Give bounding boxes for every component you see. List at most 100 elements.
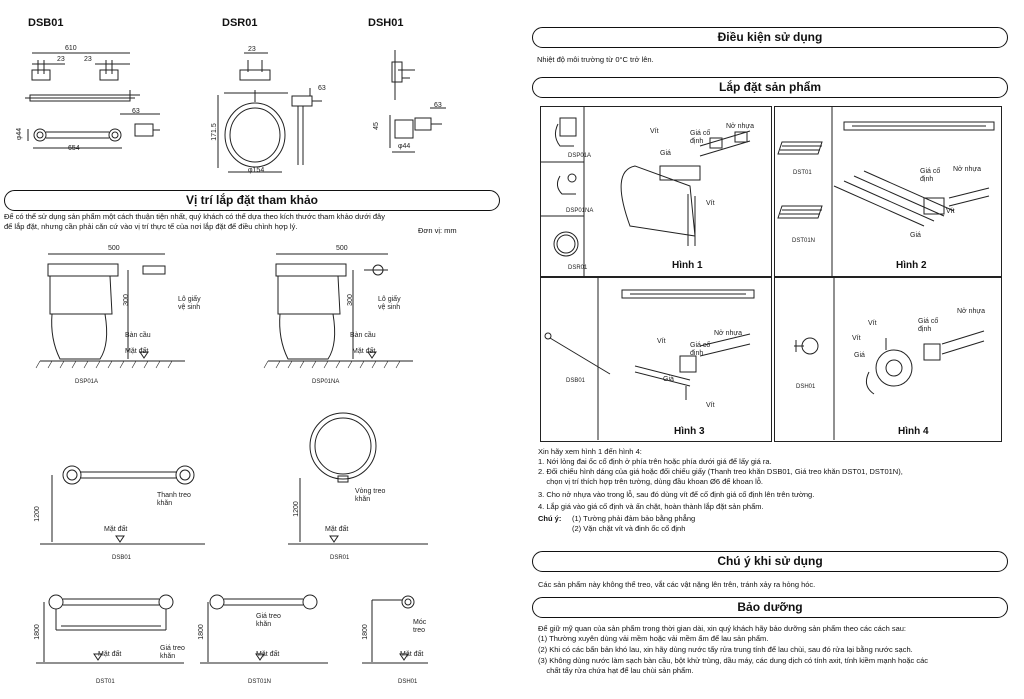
dsb01-dim-63: 63 bbox=[132, 108, 140, 115]
fig3-label-gia-co-dinh: Giá cố định bbox=[690, 342, 711, 357]
dsr01-dim-1200: 1200 bbox=[292, 501, 300, 517]
dsp01na-toilet-label: Bàn cầu bbox=[350, 332, 376, 339]
dsp01a-holder-label: Lô giấy vệ sinh bbox=[178, 296, 201, 311]
towel-rack-diagram-dst01 bbox=[36, 590, 186, 670]
dsr01-drawing bbox=[210, 40, 340, 180]
figure-2-box bbox=[774, 106, 1002, 278]
usage-caution-heading: Chú ý khi sử dụng bbox=[532, 551, 1008, 572]
dst01-rack-label: Giá treo khăn bbox=[160, 645, 185, 660]
figure-4-box bbox=[774, 276, 1002, 442]
figure-3-drawing bbox=[540, 276, 770, 440]
dst01-dim-1800: 1800 bbox=[33, 624, 41, 640]
fig3-label-vit-1: Vít bbox=[657, 338, 666, 345]
dsp01a-dim-500: 500 bbox=[108, 245, 120, 252]
fig1-label-gia: Giá bbox=[660, 150, 671, 157]
dsr01-code-label: DSR01 bbox=[330, 555, 350, 561]
figure-4-caption: Hình 4 bbox=[898, 426, 929, 437]
fig1-label-vit-2: Vít bbox=[706, 200, 715, 207]
fig2-label-gia-co-dinh: Giá cố định bbox=[920, 168, 941, 183]
dsp01a-dim-300: 300 bbox=[122, 294, 130, 306]
fig4-code-dsh01: DSH01 bbox=[796, 384, 816, 390]
dsr01-ring-label: Vòng treo khăn bbox=[355, 488, 386, 503]
install-intro-line2: để lắp đặt, nhưng cần phải căn cứ vào vị… bbox=[4, 222, 298, 231]
model-title-dsb01: DSB01 bbox=[28, 17, 64, 29]
dsb01-dim-23a: 23 bbox=[57, 56, 65, 63]
towel-bar-diagram-dsb01 bbox=[40, 460, 210, 550]
maintenance-item-3: (3) Không dùng nước làm sạch bàn cầu, bộ… bbox=[538, 656, 929, 665]
toilet-diagram-dsp01na bbox=[268, 244, 418, 374]
fig1-label-vit-1: Vít bbox=[650, 128, 659, 135]
fig4-label-gia: Giá bbox=[854, 352, 865, 359]
dst01n-code: DST01N bbox=[248, 679, 272, 685]
usage-conditions-heading: Điều kiện sử dụng bbox=[532, 27, 1008, 48]
note-label: Chú ý: bbox=[538, 514, 562, 523]
step-2-cont: chọn vị trí thích hợp trên tường, dùng đ… bbox=[538, 477, 763, 486]
fig1-label-no-nhua: Nở nhựa bbox=[726, 123, 754, 130]
dsr01-dim-154: φ154 bbox=[248, 167, 265, 174]
model-title-dsr01: DSR01 bbox=[222, 17, 258, 29]
dsb01-floor-label: Mặt đất bbox=[104, 526, 128, 533]
usage-conditions-text: Nhiệt độ môi trường từ 0°C trở lên. bbox=[537, 55, 654, 64]
dsp01a-floor-label: Mặt đất bbox=[125, 348, 149, 355]
figure-2-drawing bbox=[774, 106, 1000, 276]
figure-1-caption: Hình 1 bbox=[672, 260, 703, 271]
toilet-diagram-dsp01a bbox=[40, 244, 190, 374]
fig4-label-no-nhua: Nở nhựa bbox=[957, 308, 985, 315]
dsh01-dim-44: φ44 bbox=[398, 143, 411, 150]
fig2-label-gia: Giá bbox=[910, 232, 921, 239]
maintenance-item-1: (1) Thường xuyên dùng vải mềm hoặc vải m… bbox=[538, 634, 769, 643]
dsp01a-code: DSP01A bbox=[75, 379, 99, 385]
note-1: (1) Tường phải đảm bảo bằng phẳng bbox=[572, 514, 696, 523]
note-2: (2) Vặn chặt vít và đinh ốc cố định bbox=[572, 524, 686, 533]
dsp01a-toilet-label: Bàn cầu bbox=[125, 332, 151, 339]
dst01n-rack-label: Giá treo khăn bbox=[256, 613, 281, 628]
dsb01-drawing bbox=[20, 40, 180, 160]
dst01n-floor-label: Mặt đất bbox=[256, 651, 280, 658]
fig2-label-vit: Vít bbox=[946, 208, 955, 215]
step-3: 3. Cho nở nhựa vào trong lỗ, sau đó dùng… bbox=[538, 490, 815, 499]
dsh01-dim-63: 63 bbox=[434, 102, 442, 109]
dsr01-dim-23: 23 bbox=[248, 46, 256, 53]
model-title-dsh01: DSH01 bbox=[368, 17, 404, 29]
dsb01-dim-610: 610 bbox=[65, 45, 77, 52]
figure-3-caption: Hình 3 bbox=[674, 426, 705, 437]
install-location-heading: Vị trí lắp đặt tham khảo bbox=[4, 190, 500, 211]
install-intro-line1: Để có thể sử dụng sản phẩm một cách thuậ… bbox=[4, 212, 385, 221]
fig1-code-dsp01a: DSP01A bbox=[568, 153, 592, 159]
usage-caution-text: Các sản phẩm này không thể treo, vắt các… bbox=[538, 580, 816, 589]
steps-intro: Xin hãy xem hình 1 đến hình 4: bbox=[538, 447, 642, 456]
fig4-label-gia-co-dinh: Giá cố định bbox=[918, 318, 939, 333]
dsr01-dim-63: 63 bbox=[318, 85, 326, 92]
fig2-label-no-nhua: Nở nhựa bbox=[953, 166, 981, 173]
towel-rack-diagram-dst01n bbox=[200, 590, 330, 670]
dsb01-bar-label: Thanh treo khăn bbox=[157, 492, 191, 507]
product-installation-heading: Lắp đặt sản phẩm bbox=[532, 77, 1008, 98]
dsh01-hook-label: Móc treo bbox=[413, 619, 427, 634]
figure-3-box bbox=[540, 276, 772, 442]
maintenance-item-2: (2) Khi có các bẩn bản khó lau, xin hãy … bbox=[538, 645, 913, 654]
step-1: 1. Nới lỏng đai ốc cố định ở phía trên h… bbox=[538, 457, 772, 466]
dsh01-dim-1800: 1800 bbox=[361, 624, 369, 640]
maintenance-heading: Bảo dưỡng bbox=[532, 597, 1008, 618]
figure-2-caption: Hình 2 bbox=[896, 260, 927, 271]
dsh01-floor-label: Mặt đất bbox=[400, 651, 424, 658]
maintenance-intro: Để giữ mỹ quan của sản phẩm trong thời g… bbox=[538, 624, 907, 633]
dsh01-code-label: DSH01 bbox=[398, 679, 418, 685]
dsp01na-floor-label: Mặt đất bbox=[352, 348, 376, 355]
dsp01na-holder-label: Lô giấy vệ sinh bbox=[378, 296, 401, 311]
maintenance-item-3-cont: chất tẩy rửa chứa hạt để lau chùi sản ph… bbox=[538, 666, 694, 675]
dsp01na-dim-500: 500 bbox=[336, 245, 348, 252]
towel-ring-diagram-dsr01 bbox=[288, 408, 438, 548]
dsb01-dim-23b: 23 bbox=[84, 56, 92, 63]
figure-4-drawing bbox=[774, 276, 1000, 440]
dsr01-floor-label: Mặt đất bbox=[325, 526, 349, 533]
fig3-code-dsb01: DSB01 bbox=[566, 378, 586, 384]
dsb01-dim-1200: 1200 bbox=[33, 506, 41, 522]
fig1-code-dsp01na: DSP01NA bbox=[566, 208, 594, 214]
step-2: 2. Đối chiếu hình dáng của giá hoặc đối … bbox=[538, 467, 903, 476]
dsp01na-code: DSP01NA bbox=[312, 379, 340, 385]
fig4-label-vit: Vít bbox=[868, 320, 877, 327]
dsb01-dim-654: 654 bbox=[68, 145, 80, 152]
fig3-label-vit-2: Vít bbox=[706, 402, 715, 409]
dst01n-dim-1800: 1800 bbox=[197, 624, 205, 640]
